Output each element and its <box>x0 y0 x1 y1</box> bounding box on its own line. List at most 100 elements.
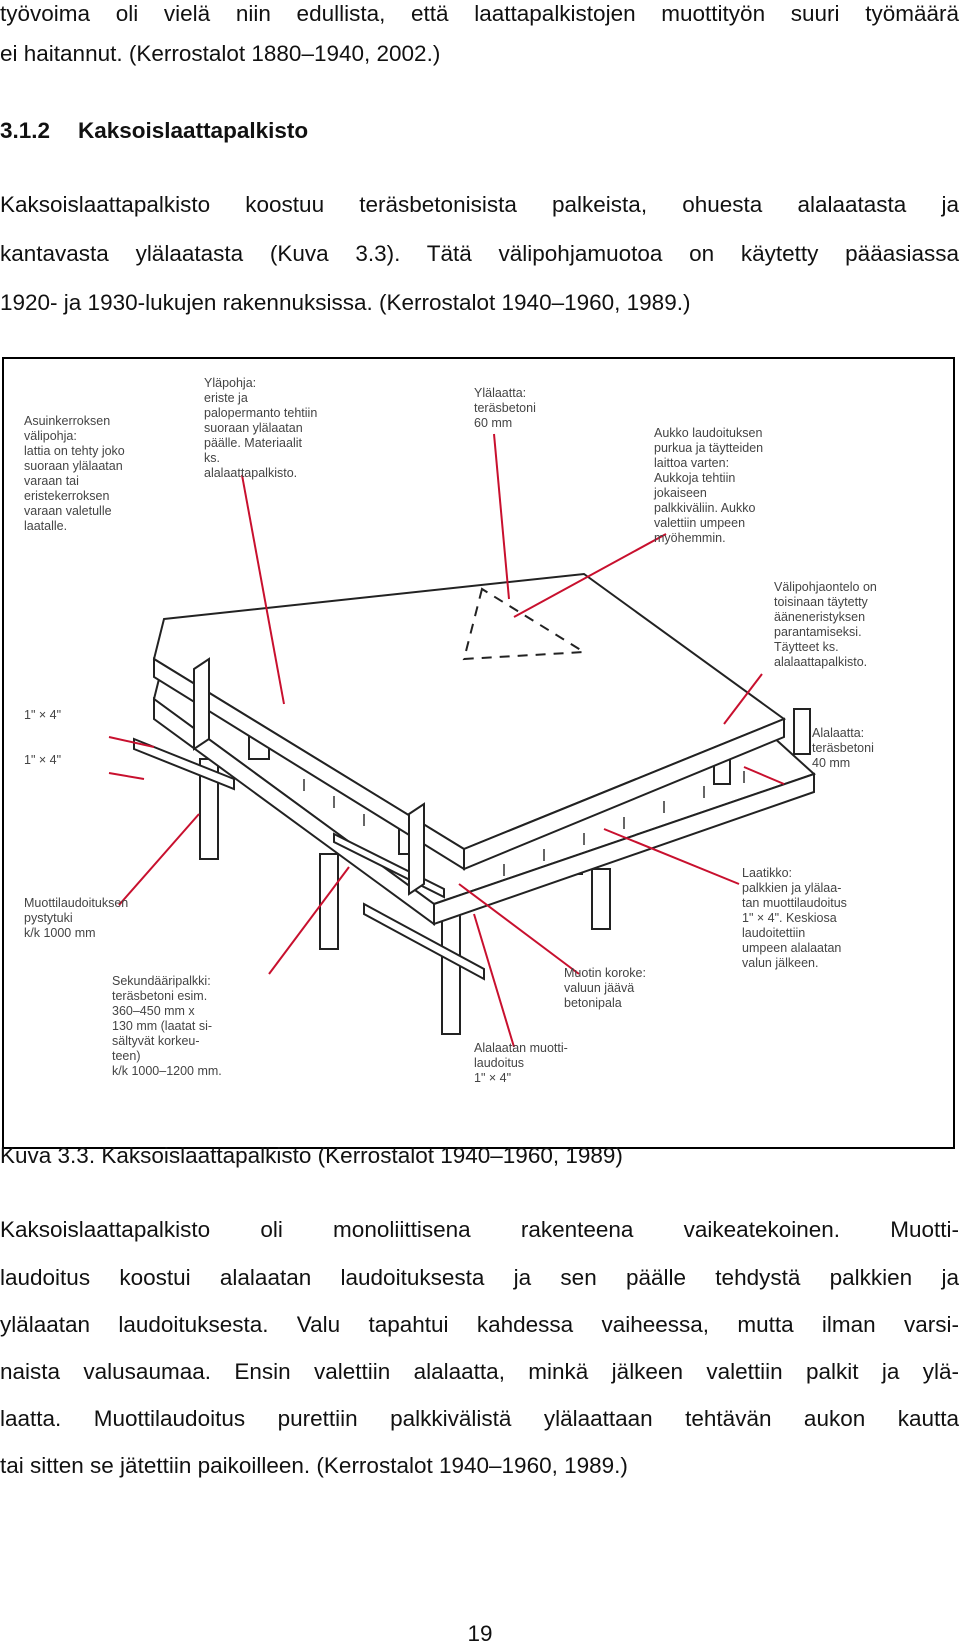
figure-label-line: 1" × 4" <box>474 1071 511 1085</box>
figure-label-line: tan muottilaudoitus <box>742 896 847 910</box>
post-front <box>441 903 461 1035</box>
leader-muotin-koroke <box>458 883 580 975</box>
figure-label-line: teräsbetoni <box>812 741 874 755</box>
figure-label-line: laudoitettiin <box>742 926 805 940</box>
figure-label-line: eristekerroksen <box>24 489 109 503</box>
figure-label-line: k/k 1000 mm <box>24 926 96 940</box>
label-sekundaaripalkki: Sekundääripalkki:teräsbetoni esim.360–45… <box>112 974 222 1078</box>
label-laatikko: Laatikko:palkkien ja ylälaa-tan muottila… <box>742 866 847 970</box>
figure-label-line: betonipala <box>564 996 622 1010</box>
figure-label-line: Täytteet ks. <box>774 640 839 654</box>
figure-label-line: 360–450 mm x <box>112 1004 195 1018</box>
figure-label-line: Laatikko: <box>742 866 792 880</box>
leader-sekundaaripalkki <box>268 866 350 975</box>
section-number: 3.1.2 <box>0 118 51 143</box>
figure-label-line: teen) <box>112 1049 141 1063</box>
leader-alalaatta <box>743 766 785 785</box>
figure-label-line: Välipohjaontelo on <box>774 580 877 594</box>
text-line-top-2: ei haitannut. (Kerrostalot 1880–1940, 20… <box>0 41 441 66</box>
body-line-6: tai sitten se jätettiin paikoilleen. (Ke… <box>0 1453 628 1478</box>
figure-label-line: sältyvät korkeu- <box>112 1034 200 1048</box>
figure-label-line: palkkien ja ylälaa- <box>742 881 841 895</box>
figure-label-line: varaan valetulle <box>24 504 112 518</box>
leader-aukko <box>513 533 667 618</box>
leader-ylapohja <box>241 474 285 705</box>
figure-label-line: suoraan ylälaatan <box>24 459 123 473</box>
cut-section-front <box>408 802 425 896</box>
figure-label-line: Alalaatan muotti- <box>474 1041 568 1055</box>
figure-label-line: alalaattapalkisto. <box>204 466 297 480</box>
figure-label-line: teräsbetoni <box>474 401 536 415</box>
figure-label-line: Ylälaatta: <box>474 386 526 400</box>
text-line-top-1: työvoima oli vielä niin edullista, että … <box>0 1 959 26</box>
figure-label-line: Aukkoja tehtiin <box>654 471 735 485</box>
figure-label-line: purkua ja täytteiden <box>654 441 763 455</box>
figure-label-line: päälle. Materiaalit <box>204 436 302 450</box>
figure-label-line: suoraan ylälaatan <box>204 421 303 435</box>
figure-label-line: Asuinkerroksen <box>24 414 110 428</box>
figure-label-line: välipohja: <box>24 429 77 443</box>
figure-label-line: 40 mm <box>812 756 850 770</box>
lower-slab-front-right <box>433 772 815 926</box>
figure-label-line: Aukko laudoituksen <box>654 426 762 440</box>
figure-label-line: toisinaan täytetty <box>774 595 869 609</box>
post-center-left <box>319 853 339 950</box>
body-line-4: naista valusaumaa. Ensin valettiin alala… <box>0 1359 959 1384</box>
figure-label-line: varaan tai <box>24 474 79 488</box>
body-line-5: laatta. Muottilaudoitus purettiin palkki… <box>0 1406 959 1431</box>
board-front <box>363 902 485 981</box>
figure-label-line: teräsbetoni esim. <box>112 989 207 1003</box>
figure-label-line: valettiin umpeen <box>654 516 745 530</box>
figure-label-line: laudoitus <box>474 1056 524 1070</box>
figure-label-line: jokaiseen <box>653 486 707 500</box>
intro-line-1: Kaksoislaattapalkisto koostuu teräsbeton… <box>0 192 959 217</box>
figure-label-line: palkkiväliin. Aukko <box>654 501 755 515</box>
page-number: 19 <box>467 1621 493 1646</box>
figure-label-line: laatalle. <box>24 519 67 533</box>
leader-alalaatan-muotti <box>473 913 515 1048</box>
opening-dashed-outline <box>462 587 588 661</box>
figure-label-line: valun jälkeen. <box>742 956 818 970</box>
leader-ylalaatta <box>493 433 510 600</box>
figure-label-line: palopermanto tehtiin <box>204 406 317 420</box>
figure-label-line: valuun jäävä <box>564 981 634 995</box>
figure-label-line: pystytuki <box>24 911 73 925</box>
figure-label-line: Yläpohja: <box>204 376 256 390</box>
figure-label-line: myöhemmin. <box>654 531 726 545</box>
post-right <box>591 868 611 930</box>
cut-section-left <box>193 657 210 751</box>
figure-label-line: Muotin koroke: <box>564 966 646 980</box>
upper-slab-front-right <box>463 717 785 871</box>
figure-label-line: 130 mm (laatat si- <box>112 1019 212 1033</box>
section-title: Kaksoislaattapalkisto <box>78 118 309 143</box>
label-dim-lower: 1" × 4" <box>24 753 61 767</box>
figure-label-line: Sekundääripalkki: <box>112 974 211 988</box>
figure-label-line: 60 mm <box>474 416 512 430</box>
leader-valipohjaontelo <box>723 673 763 725</box>
leader-dim-lower <box>108 772 145 780</box>
figure-label-line: alalaattapalkisto. <box>774 655 867 669</box>
leader-pystytuki <box>118 813 200 906</box>
figure-label-line: umpeen alalaatan <box>742 941 841 955</box>
body-line-1: Kaksoislaattapalkisto oli monoliittisena… <box>0 1217 959 1242</box>
figure-caption: Kuva 3.3. Kaksoislaattapalkisto (Kerrost… <box>0 1143 623 1168</box>
body-line-2: laudoitus koostui alalaatan laudoitukses… <box>0 1265 959 1290</box>
intro-line-2: kantavasta ylälaatasta (Kuva 3.3). Tätä … <box>0 241 959 266</box>
body-line-3: ylälaatan laudoituksesta. Valu tapahtui … <box>0 1312 959 1337</box>
leader-laatikko <box>603 828 740 885</box>
board-left <box>133 737 235 791</box>
figure-label-line: 1" × 4". Keskiosa <box>742 911 837 925</box>
label-dim-upper: 1" × 4" <box>24 708 61 722</box>
figure-label-line: laittoa varten: <box>654 456 729 470</box>
figure-label-line: ääneneristyksen <box>774 610 865 624</box>
beam-rib-4 <box>793 708 811 755</box>
